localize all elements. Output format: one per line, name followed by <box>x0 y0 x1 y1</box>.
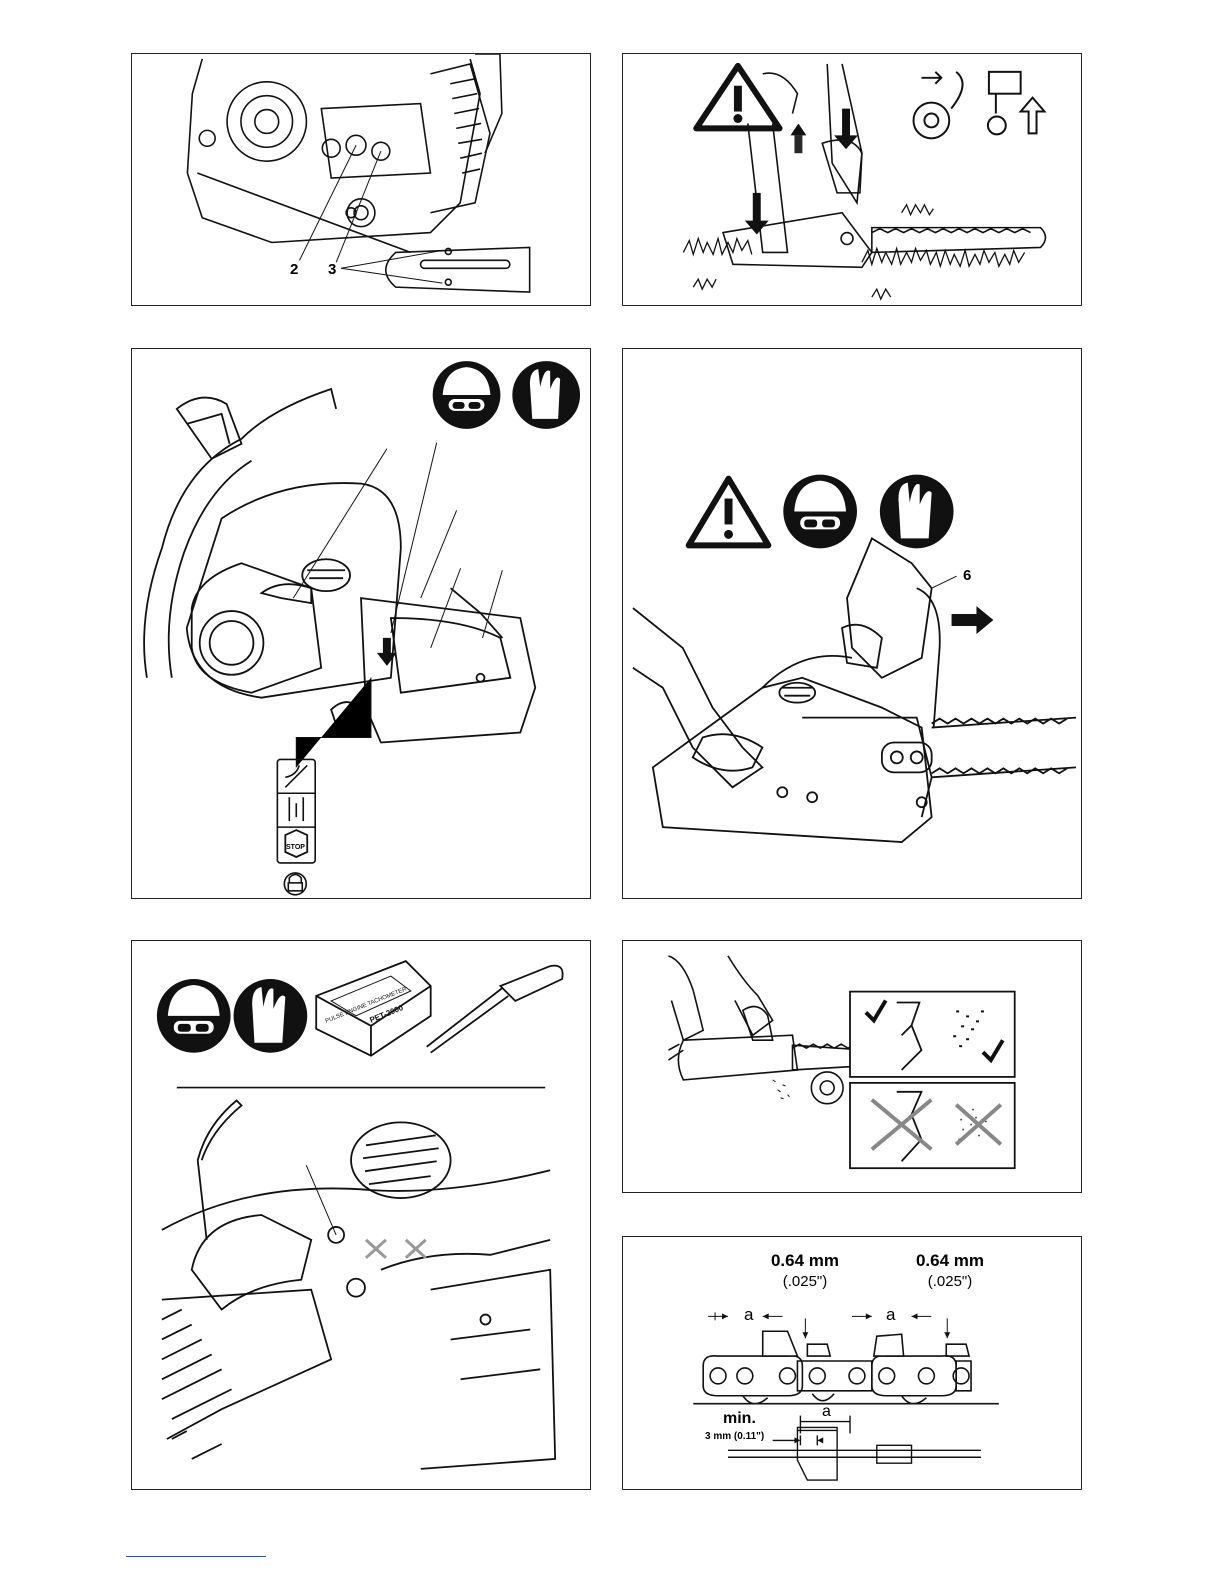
screwdriver-icon <box>427 966 563 1053</box>
bar-nuts-illustration <box>132 54 590 305</box>
hard-hat-goggles-ear-protection-icon <box>783 475 857 549</box>
footer-link-underline[interactable] <box>126 1556 266 1557</box>
sharpening-illustration <box>623 941 1081 1192</box>
depth-gauge-illustration <box>623 1237 1081 1489</box>
padlock-icon <box>284 873 306 895</box>
callout-3: 3 <box>328 261 336 278</box>
tachometer-model-text: PET-2000 <box>368 1003 405 1025</box>
right-tolerance-value: 0.64 mm <box>908 1251 992 1271</box>
figure-panel-starting-position <box>622 53 1082 306</box>
warning-triangle-icon <box>696 66 779 129</box>
starting-position-illustration <box>623 54 1081 305</box>
min-label: min. <box>723 1410 756 1428</box>
carburetor-illustration: PULSE ENGINE TACHOMETER PET-2000 <box>132 941 590 1489</box>
depth-label-right: a <box>886 1305 895 1325</box>
controls-illustration <box>132 349 590 898</box>
tachometer-box <box>316 961 431 1056</box>
left-tolerance-imperial: (.025") <box>763 1273 847 1290</box>
correct-example-box <box>850 992 1015 1077</box>
figure-panel-depth-gauge: 0.64 mm (.025") 0.64 mm (.025") a a min.… <box>622 1236 1082 1490</box>
min-value: 3 mm (0.11") <box>705 1431 764 1442</box>
hard-hat-goggles-ear-protection-icon <box>157 979 231 1053</box>
chain-brake-icon <box>914 72 963 138</box>
right-tolerance-imperial: (.025") <box>908 1273 992 1290</box>
grass <box>683 205 1024 299</box>
figure-panel-bar-nuts: 2 3 <box>131 53 591 306</box>
figure-panel-controls: STOP <box>131 348 591 899</box>
figure-panel-sharpening <box>622 940 1082 1193</box>
grip-illustration <box>623 349 1081 898</box>
lift-up-arrow-icon <box>988 72 1045 135</box>
gloves-icon <box>512 361 580 429</box>
bottom-a-label: a <box>822 1403 831 1421</box>
hard-hat-goggles-ear-protection-icon <box>433 361 501 429</box>
stop-label: STOP <box>286 844 305 851</box>
incorrect-example-box <box>850 1083 1015 1168</box>
right-tolerance-measure: 0.64 mm (.025") <box>908 1251 992 1290</box>
figure-panel-carburetor-adjustment: PULSE ENGINE TACHOMETER PET-2000 <box>131 940 591 1490</box>
callout-6: 6 <box>963 567 971 584</box>
left-tolerance-value: 0.64 mm <box>763 1251 847 1271</box>
callout-2: 2 <box>290 261 298 278</box>
left-tolerance-measure: 0.64 mm (.025") <box>763 1251 847 1290</box>
depth-label-left: a <box>744 1305 753 1325</box>
gloves-icon <box>880 475 954 549</box>
gloves-icon <box>234 979 308 1053</box>
figure-panel-grip: 6 <box>622 348 1082 899</box>
warning-triangle-icon <box>689 479 769 546</box>
